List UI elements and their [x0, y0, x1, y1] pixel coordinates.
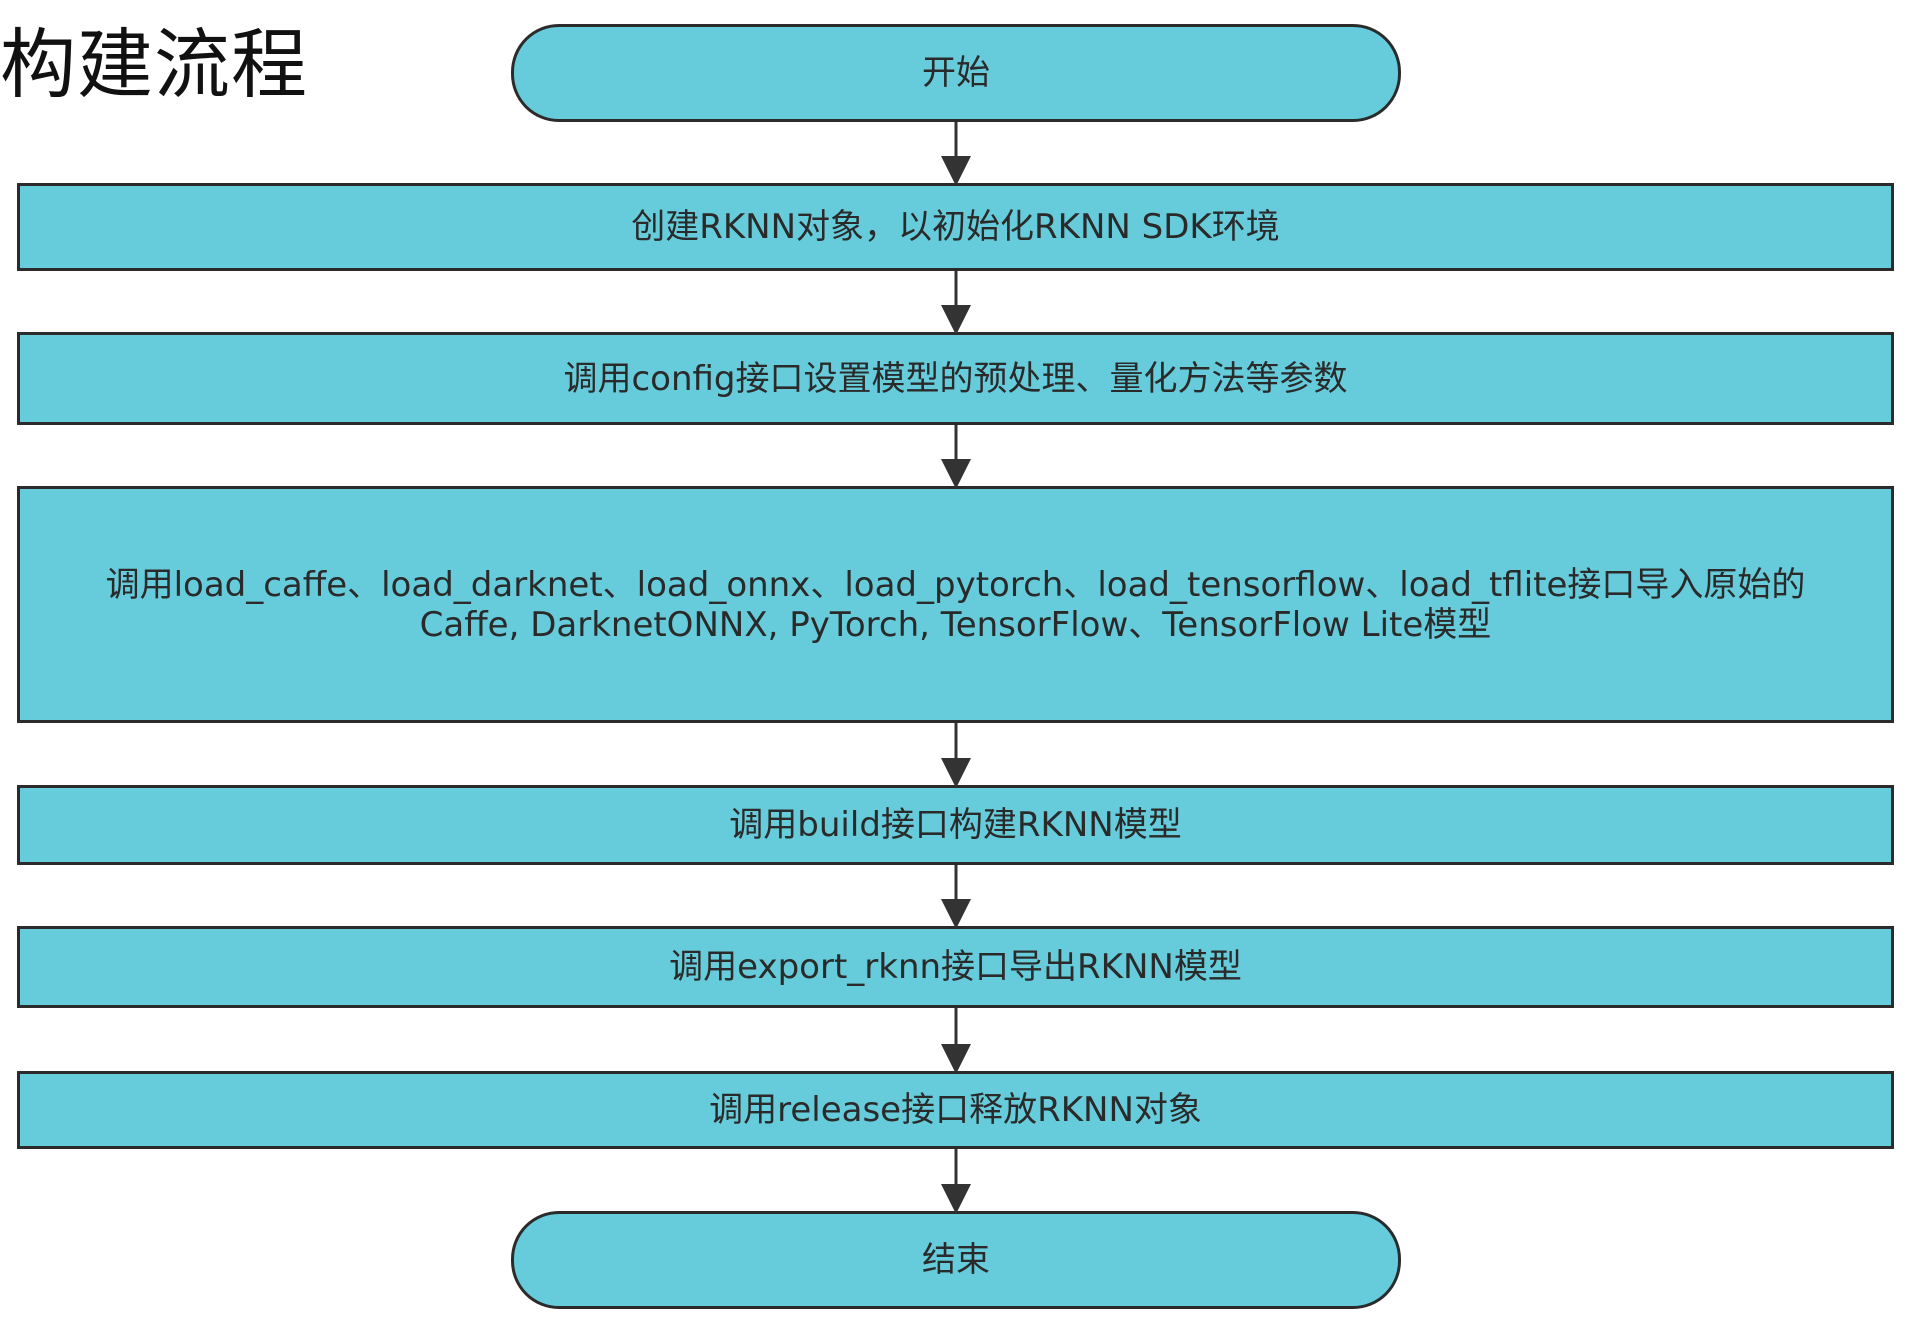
flow-step-release: 调用release接口释放RKNN对象 — [17, 1071, 1894, 1149]
flow-step-export: 调用export_rknn接口导出RKNN模型 — [17, 926, 1894, 1008]
flow-step-label: 调用export_rknn接口导出RKNN模型 — [669, 947, 1242, 987]
flow-start-label: 开始 — [922, 53, 990, 93]
page-title: 构建流程 — [0, 20, 308, 109]
flow-step-create-rknn: 创建RKNN对象，以初始化RKNN SDK环境 — [17, 183, 1894, 271]
flow-step-label: 调用config接口设置模型的预处理、量化方法等参数 — [563, 358, 1348, 399]
flow-end-label: 结束 — [922, 1240, 990, 1280]
flow-step-build: 调用build接口构建RKNN模型 — [17, 785, 1894, 865]
flow-step-config: 调用config接口设置模型的预处理、量化方法等参数 — [17, 332, 1894, 425]
flow-step-label: 调用load_caffe、load_darknet、load_onnx、load… — [105, 564, 1806, 645]
flow-step-label: 调用build接口构建RKNN模型 — [729, 805, 1182, 845]
flow-start-node: 开始 — [511, 24, 1401, 122]
flow-step-load-model: 调用load_caffe、load_darknet、load_onnx、load… — [17, 486, 1894, 723]
flow-step-label: 调用release接口释放RKNN对象 — [709, 1090, 1202, 1130]
flow-end-node: 结束 — [511, 1211, 1401, 1309]
flow-step-label: 创建RKNN对象，以初始化RKNN SDK环境 — [631, 207, 1280, 247]
